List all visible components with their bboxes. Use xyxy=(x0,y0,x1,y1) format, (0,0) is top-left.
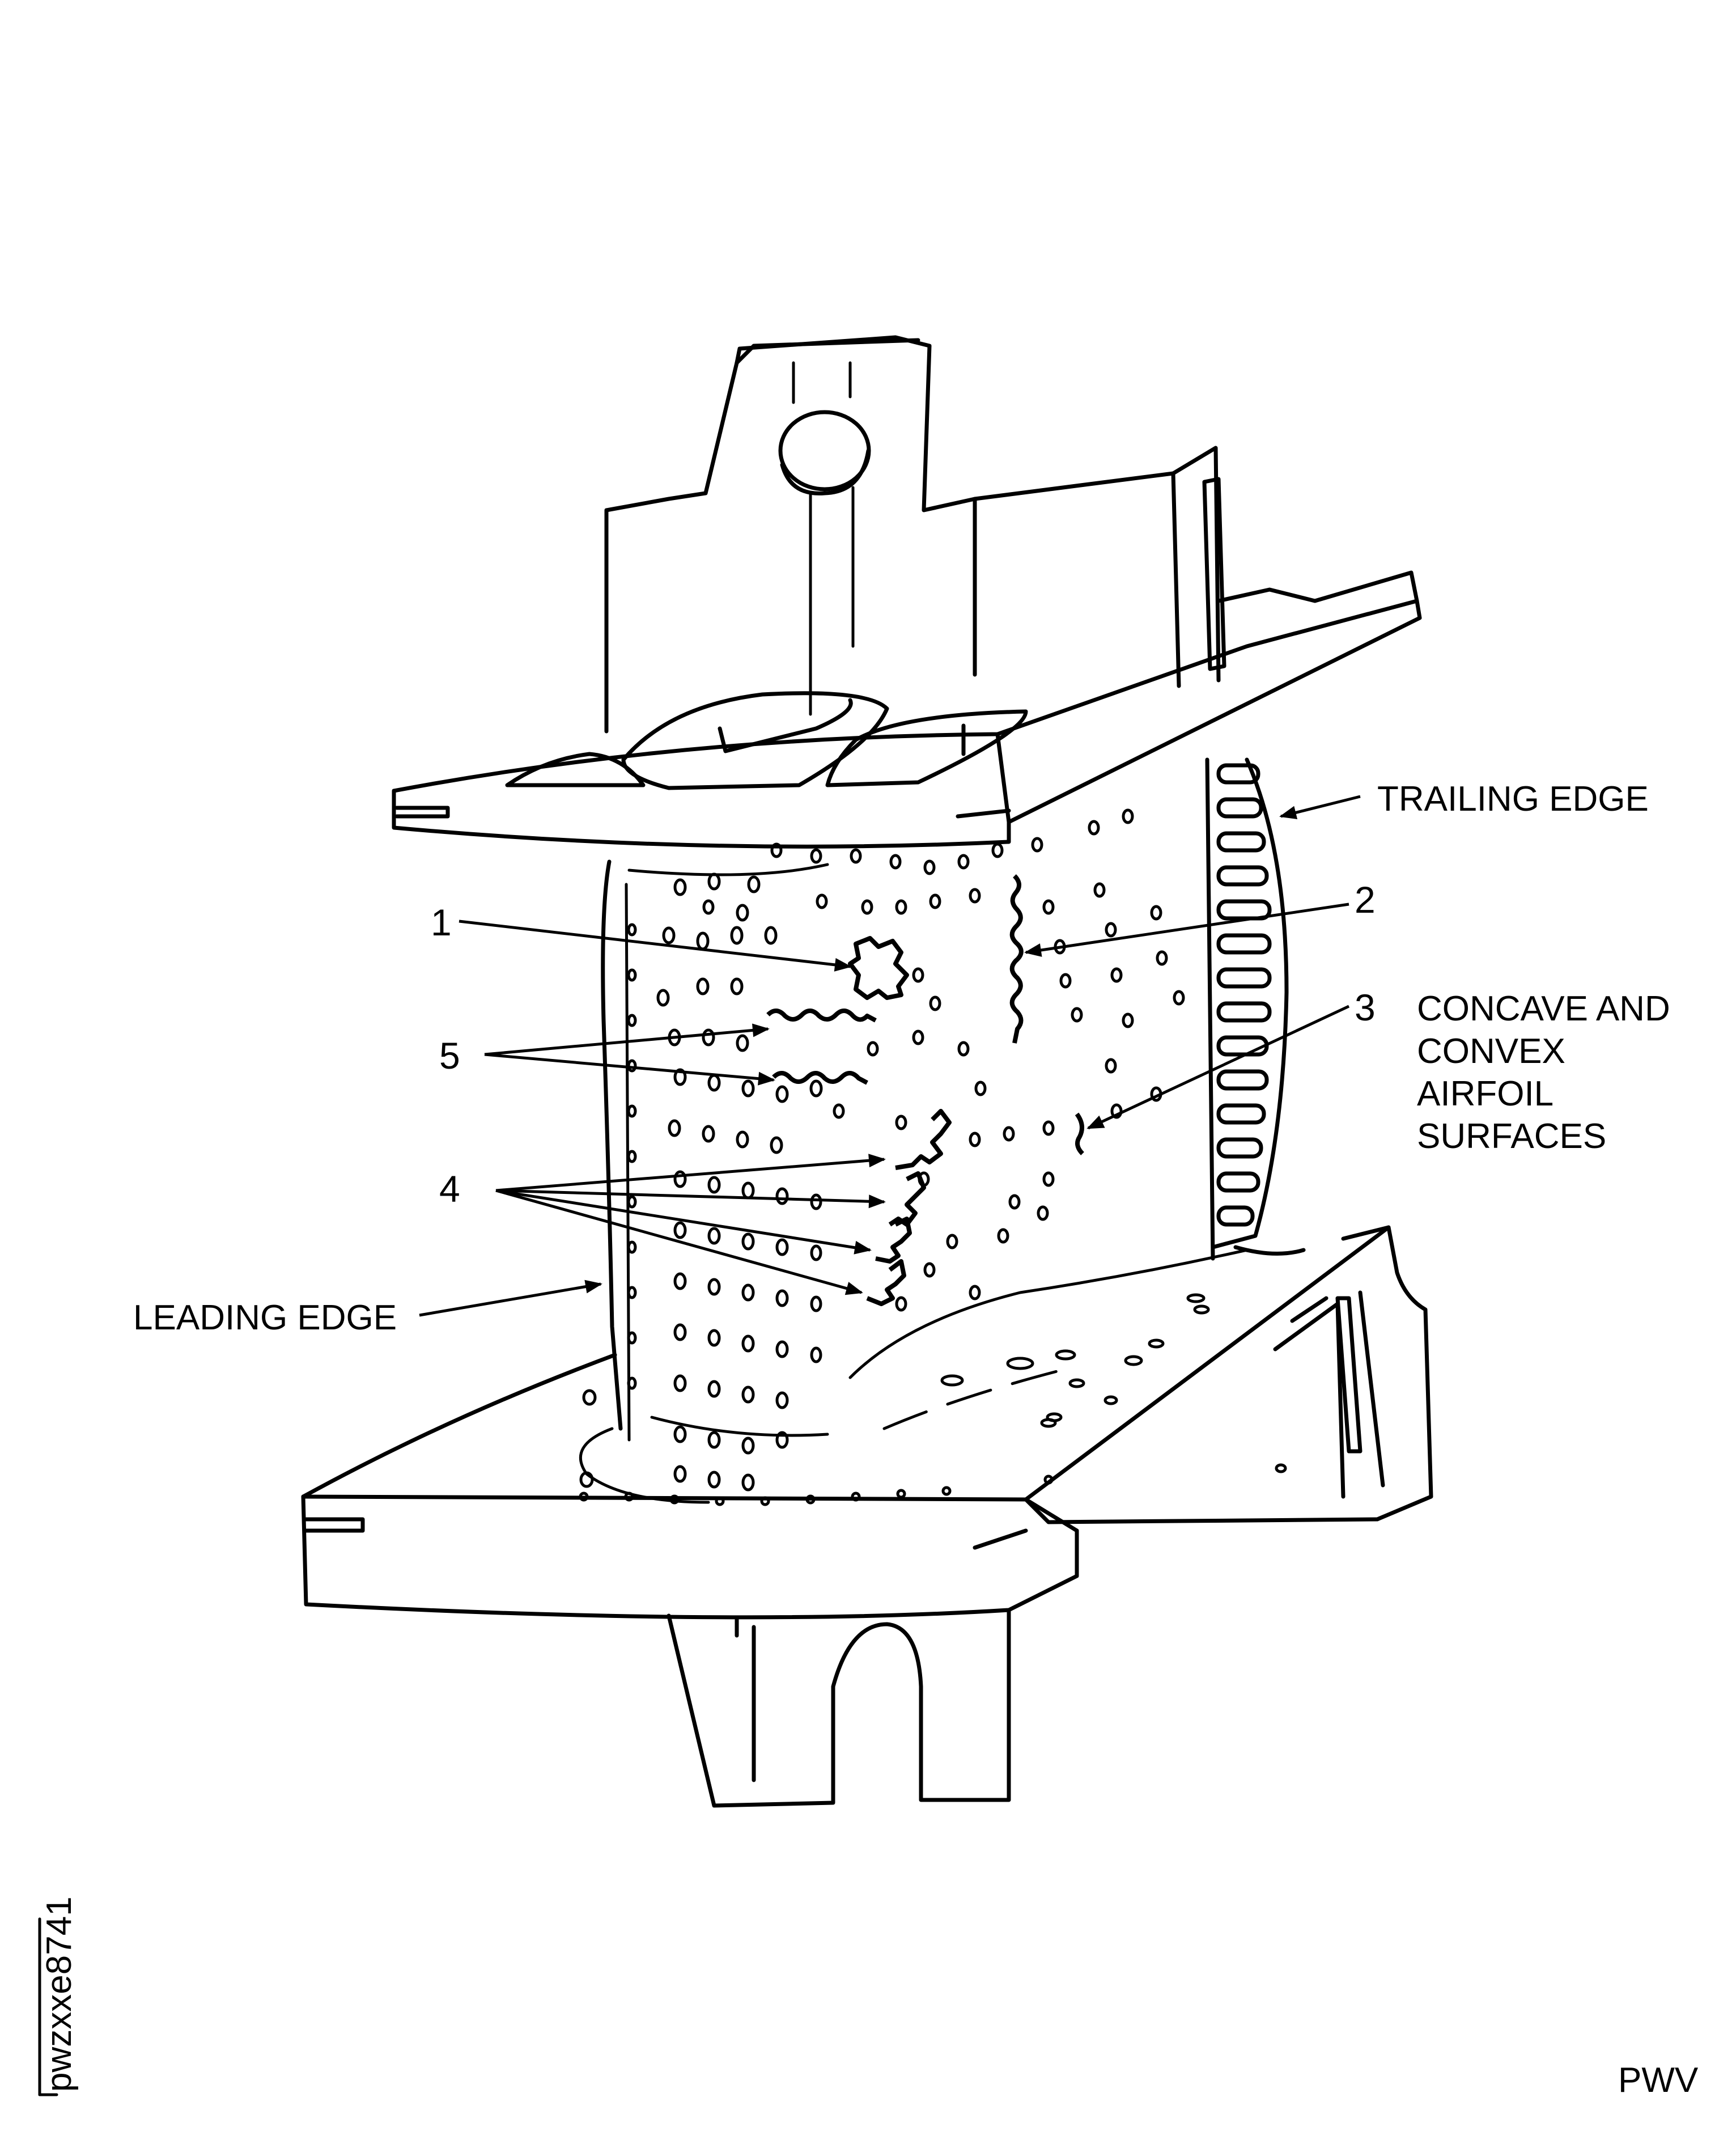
surfaces-label-line1: CONCAVE AND xyxy=(1417,989,1670,1028)
publisher-mark: PWV xyxy=(1618,2061,1699,2100)
trailing-edge-label: TRAILING EDGE xyxy=(1377,779,1649,819)
airfoil xyxy=(601,757,1289,1442)
trailing-edge-slots xyxy=(1216,763,1272,1227)
damage-5b-mark xyxy=(772,1071,868,1085)
callout-leaders xyxy=(419,795,1361,1317)
surfaces-label-line4: SURFACES xyxy=(1417,1117,1606,1156)
outer-platform xyxy=(392,335,1422,849)
damage-1-mark xyxy=(848,936,909,1000)
damage-2-mark xyxy=(1009,874,1024,1044)
damage-marks xyxy=(766,874,1084,1306)
inner-platform xyxy=(301,1225,1433,1808)
damage-4-mark xyxy=(895,1109,952,1170)
damage-5a-mark xyxy=(766,1009,877,1023)
callout-3: 3 xyxy=(1355,986,1376,1028)
surfaces-label-line2: CONVEX xyxy=(1417,1032,1565,1071)
figure-id: pwzxxe8741 xyxy=(40,1896,79,2092)
damage-3-mark xyxy=(1075,1112,1084,1155)
surfaces-label-line3: AIRFOIL xyxy=(1417,1074,1554,1113)
callout-2: 2 xyxy=(1355,879,1376,921)
leading-edge-label: LEADING EDGE xyxy=(133,1298,397,1337)
callout-4: 4 xyxy=(439,1168,460,1210)
cooling-holes xyxy=(579,808,1287,1506)
callout-5: 5 xyxy=(439,1035,460,1077)
callout-1: 1 xyxy=(431,901,452,943)
